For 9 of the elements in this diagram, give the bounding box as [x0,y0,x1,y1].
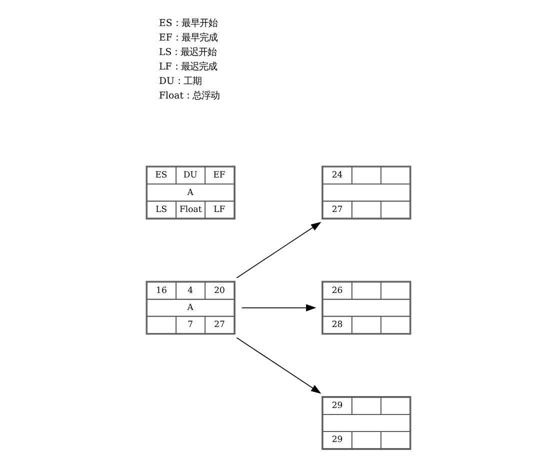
label: EF：最早完成 [159,32,218,44]
arrow [241,304,316,312]
label: ES：最早开始 [159,18,218,30]
label: LS：最迟开始 [159,47,217,58]
label: LF：最迟完成 [159,62,217,73]
arrow [236,337,322,394]
label: Float：总浮动 [159,90,220,102]
arrow [236,222,322,278]
label: DU：工期 [159,76,202,88]
